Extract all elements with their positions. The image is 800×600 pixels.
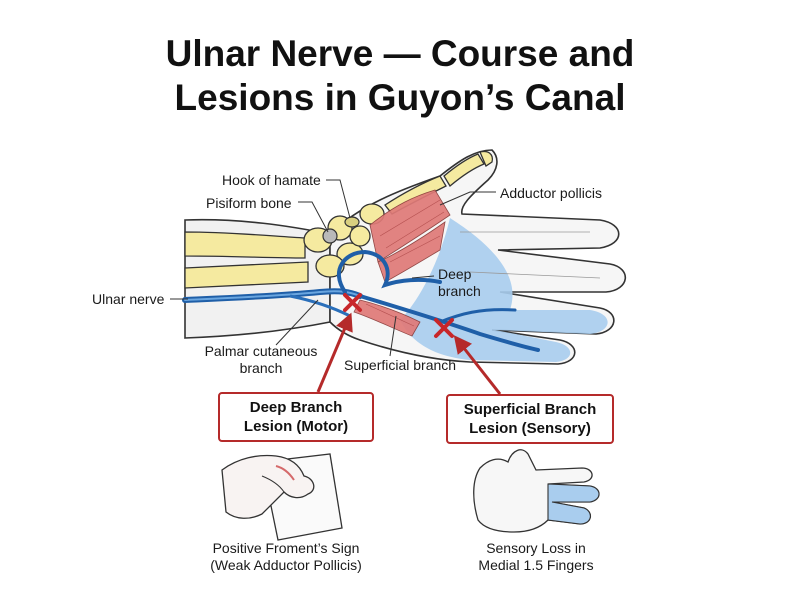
froment-caption-line1: Positive Froment’s Sign [212,540,360,556]
label-hook-of-hamate: Hook of hamate [222,172,321,188]
deep-branch-nerve [337,249,442,294]
sensory-loss-caption: Sensory Loss in Medial 1.5 Fingers [446,540,626,574]
digital-branch [438,308,517,324]
ulna-bone [184,261,309,289]
deep-lesion-marker [343,293,362,312]
pisiform-bone [322,228,338,244]
label-adductor-pollicis: Adductor pollicis [500,185,602,201]
deep-lesion-line2: Lesion (Motor) [243,418,349,435]
superficial-lesion-arrow [453,335,502,395]
label-deep-branch-line2: branch [438,283,481,299]
froment-sign-caption: Positive Froment’s Sign (Weak Adductor P… [196,540,376,574]
sensory-caption-line2: Medial 1.5 Fingers [478,557,594,573]
label-palmar-cutaneous-line1: Palmar cutaneous [204,343,318,359]
label-deep-branch: Deep branch [438,266,481,300]
superficial-branch-nerve [358,294,540,352]
deep-branch-lesion-box: Deep Branch Lesion (Motor) [218,392,374,442]
superficial-lesion-line2: Lesion (Sensory) [469,420,591,437]
adductor-pollicis-muscle [353,189,451,337]
page-title: Ulnar Nerve — Course and Lesions in Guyo… [0,32,800,120]
radius-bone [184,231,306,259]
label-palmar-cutaneous-branch: Palmar cutaneous branch [196,343,326,377]
froment-caption-line2: (Weak Adductor Pollicis) [210,557,362,573]
title-line-2: Lesions in Guyon’s Canal [174,77,626,118]
froment-hand-sketch [221,453,343,541]
deep-lesion-line1: Deep Branch [249,399,343,416]
label-deep-branch-line1: Deep [438,266,472,282]
superficial-lesion-line1: Superficial Branch [463,401,597,418]
superficial-lesion-marker [434,318,454,338]
sensory-caption-line1: Sensory Loss in [486,540,586,556]
sensory-hand-sketch [473,449,600,533]
label-pisiform-bone: Pisiform bone [206,195,292,211]
label-ulnar-nerve: Ulnar nerve [92,291,165,307]
deep-lesion-arrow [316,312,353,393]
label-palmar-cutaneous-line2: branch [239,360,283,376]
label-superficial-branch: Superficial branch [344,357,457,373]
leader-lines [170,179,496,357]
title-line-1: Ulnar Nerve — Course and [165,33,635,74]
hook-of-hamate [344,216,360,228]
superficial-branch-lesion-box: Superficial Branch Lesion (Sensory) [446,394,614,444]
finger-lines [460,231,601,279]
